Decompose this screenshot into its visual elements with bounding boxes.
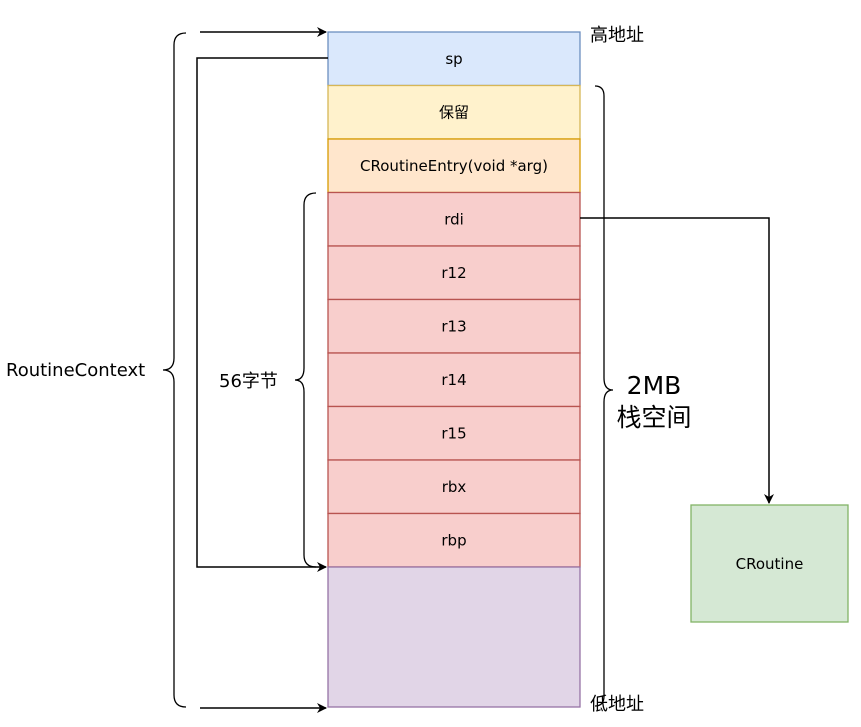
stack-cell-label: CRoutineEntry(void *arg) xyxy=(360,157,548,175)
stack-cell xyxy=(327,31,581,87)
croutine-box xyxy=(690,504,849,623)
stack-cell xyxy=(327,405,581,461)
stack-size-label: 2MB xyxy=(627,371,682,400)
stack-cell-label: r15 xyxy=(441,424,466,442)
stack-cell-label: sp xyxy=(445,50,462,68)
stack-cell xyxy=(327,138,581,194)
stack-free-region xyxy=(327,566,581,708)
low-address-label: 低地址 xyxy=(590,694,644,715)
routine-context-label: RoutineContext xyxy=(6,360,145,381)
stack-cell-label: r12 xyxy=(441,264,466,282)
stack-cell xyxy=(327,512,581,568)
stack-cell xyxy=(327,298,581,354)
routine-context-brace xyxy=(162,32,187,708)
stack-cell-label: 保留 xyxy=(439,103,469,121)
sp-pointer-arrow xyxy=(196,57,328,572)
stack-space-brace xyxy=(594,85,614,707)
stack-cells: sp 保留 CRoutineEntry(void *arg) rdi r12 r13 r14… xyxy=(327,31,581,568)
stack-cell xyxy=(327,84,581,140)
stack-cell-label: r14 xyxy=(441,371,466,389)
stack-space-label: 栈空间 xyxy=(616,403,691,432)
croutine-label: CRoutine xyxy=(736,555,804,573)
stack-cell-label: r13 xyxy=(441,317,466,335)
stack-cell xyxy=(327,191,581,247)
stack-cell-label: rdi xyxy=(444,210,464,228)
rdi-to-croutine-arrow xyxy=(580,217,774,504)
stack-cell-label: rbp xyxy=(441,531,466,549)
high-address-label: 高地址 xyxy=(590,25,644,46)
bytes-56-label: 56字节 xyxy=(219,371,278,392)
bytes-56-brace xyxy=(294,192,317,568)
stack-cell-label: rbx xyxy=(442,478,467,496)
